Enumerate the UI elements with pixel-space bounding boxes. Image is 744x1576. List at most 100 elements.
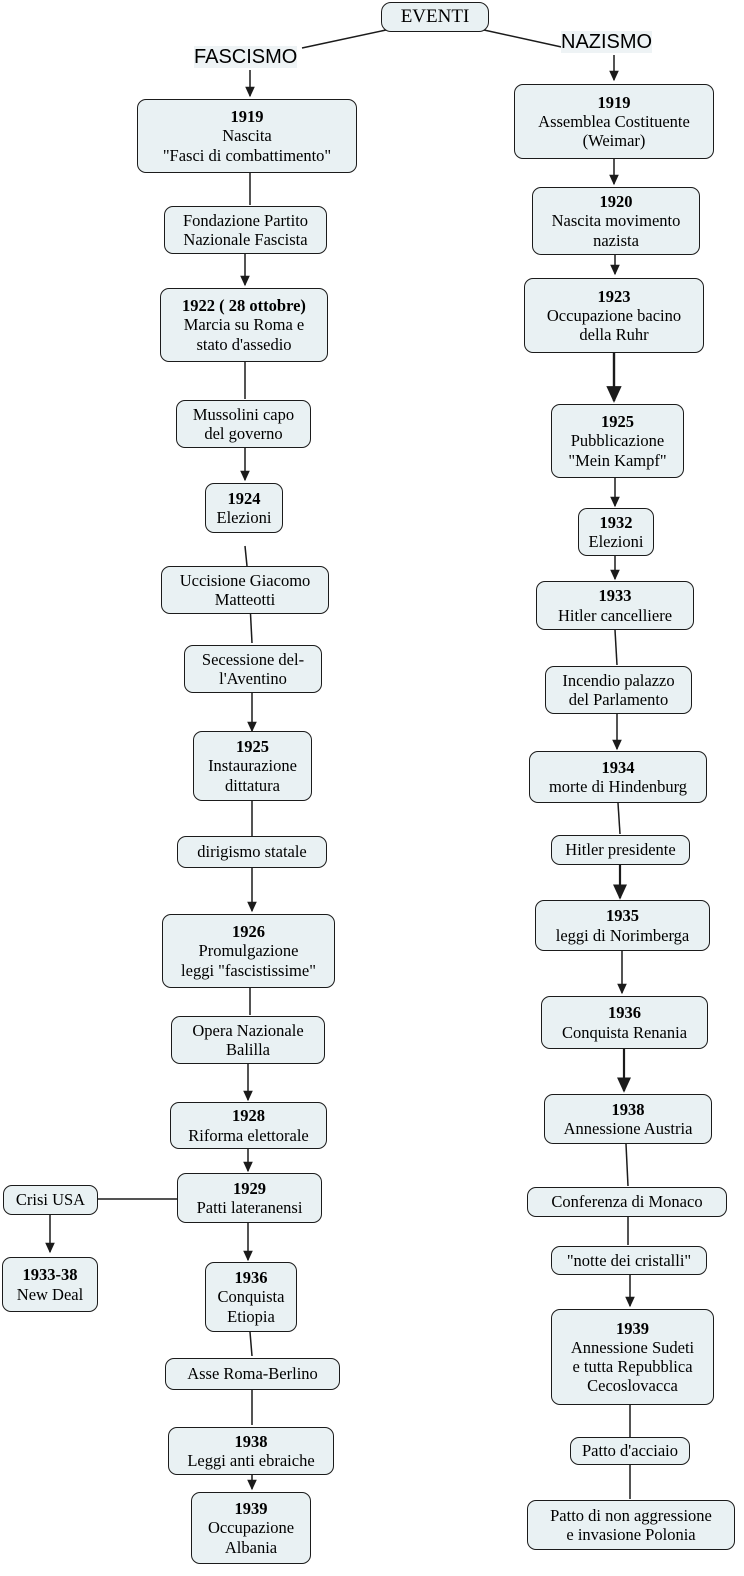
node-line: New Deal <box>16 1284 84 1304</box>
node-year: 1939 <box>234 1499 268 1519</box>
node-line: Annessione Sudeti <box>570 1337 695 1357</box>
node-line: Pubblicazione <box>570 431 665 451</box>
node-f1936[interactable]: 1936 Conquista Etiopia <box>205 1262 297 1332</box>
node-year: 1935 <box>606 906 639 926</box>
node-year: 1920 <box>599 192 633 212</box>
node-line: Hitler cancelliere <box>557 605 673 625</box>
node-line: Instaurazione <box>208 756 297 776</box>
node-line: Conferenza di Monaco <box>551 1192 703 1212</box>
node-line: Promulgazione <box>198 941 299 961</box>
node-line: "notte dei cristalli" <box>566 1250 692 1270</box>
node-line: Patti lateranensi <box>196 1198 303 1217</box>
node-year: 1932 <box>599 512 633 532</box>
node-patto-non-aggressione[interactable]: Patto di non aggressione e invasione Pol… <box>527 1500 735 1550</box>
node-year: 1938 <box>234 1431 268 1451</box>
node-crisi-usa[interactable]: Crisi USA <box>3 1185 98 1215</box>
node-year: 1939 <box>616 1318 649 1338</box>
node-f1919[interactable]: 1919 Nascita "Fasci di combattimento" <box>137 99 357 173</box>
edge-n1934-presidente <box>617 802 621 835</box>
node-line: Nascita <box>222 126 272 146</box>
node-line: del governo <box>204 424 283 443</box>
node-incendio-parlamento[interactable]: Incendio palazzo del Parlamento <box>545 666 692 714</box>
node-year: 1919 <box>597 92 631 112</box>
branch-label-fascismo: FASCISMO <box>194 46 298 68</box>
node-n1925[interactable]: 1925 Pubblicazione "Mein Kampf" <box>551 404 684 478</box>
node-year: 1925 <box>236 737 269 757</box>
node-n1936[interactable]: 1936 Conquista Renania <box>541 996 708 1049</box>
node-mussolini-capo-governo[interactable]: Mussolini capo del governo <box>176 400 311 448</box>
node-notte-dei-cristalli[interactable]: "notte dei cristalli" <box>551 1246 707 1275</box>
node-n1919[interactable]: 1919 Assemblea Costituente (Weimar) <box>514 84 714 159</box>
node-line: (Weimar) <box>582 131 646 151</box>
node-f1924[interactable]: 1924 Elezioni <box>205 483 283 533</box>
node-line: Leggi anti ebraiche <box>187 1451 315 1470</box>
node-secessione-aventino[interactable]: Secessione del- l'Aventino <box>184 645 322 693</box>
node-conferenza-monaco[interactable]: Conferenza di Monaco <box>527 1187 727 1217</box>
node-line: Cecoslovacca <box>587 1376 678 1396</box>
node-n1933[interactable]: 1933 Hitler cancelliere <box>536 581 694 630</box>
node-line: morte di Hindenburg <box>548 777 688 796</box>
node-dirigismo-statale[interactable]: dirigismo statale <box>177 836 327 868</box>
node-line: Conquista Renania <box>561 1022 688 1042</box>
node-line: Marcia su Roma e <box>183 315 305 335</box>
node-asse-roma-berlino[interactable]: Asse Roma-Berlino <box>165 1358 340 1390</box>
node-year: 1934 <box>601 757 635 777</box>
edge-n1938-monaco <box>625 1143 629 1187</box>
node-year: 1922 ( 28 ottobre) <box>182 296 306 316</box>
node-line: Assemblea Costituente <box>538 111 690 131</box>
node-year: 1933 <box>598 586 632 606</box>
node-line: Fondazione Partito <box>182 210 309 230</box>
node-line: dittatura <box>225 775 280 795</box>
node-f1939[interactable]: 1939 Occupazione Albania <box>191 1492 311 1564</box>
node-f1928[interactable]: 1928 Riforma elettorale <box>170 1102 327 1149</box>
branch-label-nazismo: NAZISMO <box>561 31 653 53</box>
node-hitler-presidente[interactable]: Hitler presidente <box>551 835 690 865</box>
node-line: Hitler presidente <box>565 840 676 860</box>
node-line: Crisi USA <box>15 1190 86 1210</box>
node-line: Nascita movimento <box>551 211 681 231</box>
node-n1932[interactable]: 1932 Elezioni <box>578 508 654 556</box>
node-f1925[interactable]: 1925 Instaurazione dittatura <box>193 731 312 801</box>
node-f1922[interactable]: 1922 ( 28 ottobre) Marcia su Roma e stat… <box>160 288 328 362</box>
node-f1938[interactable]: 1938 Leggi anti ebraiche <box>168 1427 334 1475</box>
node-line: Elezioni <box>216 508 272 527</box>
node-line: Secessione del- <box>201 649 305 669</box>
node-line: Patto di non aggressione <box>550 1505 712 1525</box>
node-line: Patto d'acciaio <box>582 1441 678 1461</box>
node-n1923[interactable]: 1923 Occupazione bacino della Ruhr <box>524 278 704 353</box>
node-year: 1923 <box>597 286 631 306</box>
node-new-deal[interactable]: 1933-38 New Deal <box>2 1257 98 1312</box>
node-year: 1928 <box>232 1106 265 1126</box>
node-line: leggi di Norimberga <box>555 925 690 945</box>
node-line: Occupazione bacino <box>546 305 682 325</box>
node-line: Riforma elettorale <box>188 1125 309 1145</box>
node-line: nazista <box>593 230 639 250</box>
node-line: leggi "fascistissime" <box>181 960 316 980</box>
node-year: 1925 <box>601 412 634 432</box>
node-line: Uccisione Giacomo <box>179 570 311 590</box>
node-opera-nazionale-balilla[interactable]: Opera Nazionale Balilla <box>171 1016 325 1064</box>
node-line: Balilla <box>226 1040 270 1059</box>
edge-f1936-asse <box>249 1331 253 1357</box>
node-f1929[interactable]: 1929 Patti lateranensi <box>177 1173 322 1223</box>
node-line: Nazionale Fascista <box>183 230 308 249</box>
edge-n1933-incendio <box>614 629 618 666</box>
node-year: 1933-38 <box>22 1265 78 1285</box>
node-n1939[interactable]: 1939 Annessione Sudeti e tutta Repubblic… <box>551 1309 714 1405</box>
node-line: Opera Nazionale <box>192 1020 304 1040</box>
node-line: stato d'assedio <box>196 334 292 354</box>
node-n1935[interactable]: 1935 leggi di Norimberga <box>535 900 710 951</box>
node-patto-acciaio[interactable]: Patto d'acciaio <box>570 1437 690 1465</box>
node-line: Asse Roma-Berlino <box>187 1364 318 1384</box>
node-n1920[interactable]: 1920 Nascita movimento nazista <box>532 187 700 255</box>
node-f1926[interactable]: 1926 Promulgazione leggi "fascistissime" <box>162 914 335 988</box>
node-eventi[interactable]: EVENTI <box>381 2 489 32</box>
node-n1938[interactable]: 1938 Annessione Austria <box>544 1094 712 1144</box>
node-line: e invasione Polonia <box>566 1525 696 1544</box>
node-year: 1938 <box>611 1099 645 1119</box>
node-uccisione-matteotti[interactable]: Uccisione Giacomo Matteotti <box>161 566 329 614</box>
node-n1934[interactable]: 1934 morte di Hindenburg <box>529 751 707 803</box>
node-fondazione-pnf[interactable]: Fondazione Partito Nazionale Fascista <box>164 206 327 254</box>
node-year: 1929 <box>233 1178 266 1198</box>
